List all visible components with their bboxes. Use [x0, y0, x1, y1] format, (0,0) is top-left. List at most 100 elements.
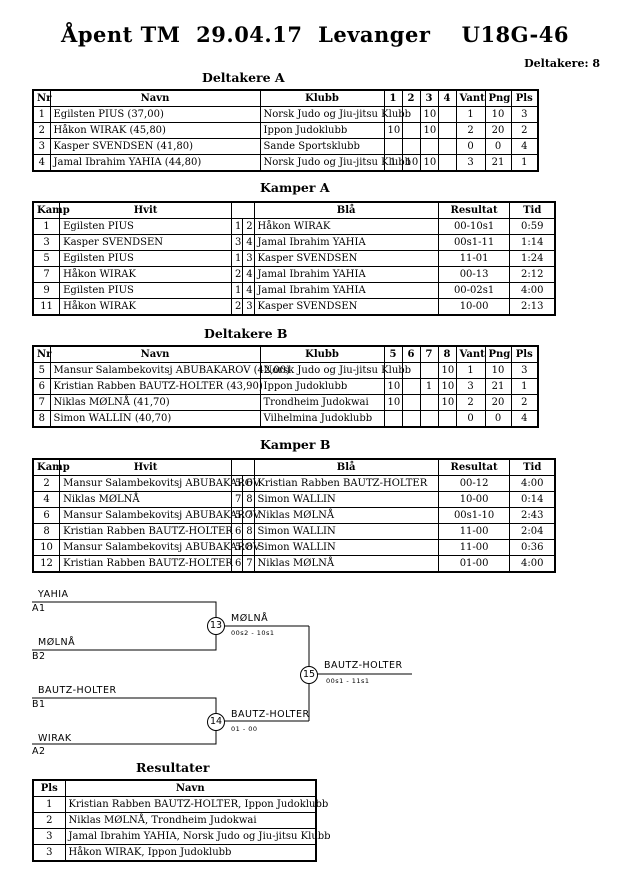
results-heading: Resultater	[136, 760, 210, 775]
blue-nr-cell: 4	[242, 282, 255, 299]
blue-nr-cell: 3	[242, 298, 255, 316]
table-row: 10 Mansur Salambekovitsj ABUBAKAROV 5 8 …	[32, 539, 556, 556]
table-row: 9 Egilsten PIUS 1 4 Jamal Ibrahim YAHIA …	[32, 282, 556, 299]
white-cell: Håkon WIRAK	[59, 298, 233, 316]
table-row: 6 Kristian Rabben BAUTZ-HOLTER (43,90) I…	[32, 378, 539, 395]
place-cell: 2	[510, 394, 539, 411]
table-row: 1 Kristian Rabben BAUTZ-HOLTER, Ippon Ju…	[32, 796, 328, 813]
blue-nr-cell: 4	[242, 266, 255, 283]
results-header-row: Pls Navn	[32, 779, 317, 797]
white-cell: Mansur Salambekovitsj ABUBAKAROV	[59, 539, 260, 556]
matches-a-heading: Kamper A	[260, 180, 330, 195]
blue-nr-cell: 8	[242, 539, 255, 556]
place-cell: 2	[32, 812, 66, 829]
pool-b-heading: Deltakere B	[204, 326, 288, 341]
pool-b-header-row: Nr Navn Klubb 5 6 7 8 Vant Png Pls	[32, 345, 539, 363]
time-cell: 4:00	[509, 282, 556, 299]
won-cell: 3	[455, 154, 486, 172]
place-cell: 1	[510, 378, 539, 395]
blue-cell: Simon WALLIN	[253, 539, 439, 556]
sf2-bottom-seed: A2	[32, 746, 46, 757]
table-row: 8 Simon WALLIN (40,70) Vilhelmina Judokl…	[32, 410, 539, 428]
sf2-bottom-name: WIRAK	[38, 733, 72, 744]
table-row: 5 Egilsten PIUS 1 3 Kasper SVENDSEN 11-0…	[32, 250, 556, 267]
name-cell: Jamal Ibrahim YAHIA (44,80)	[49, 154, 261, 172]
final-winner: BAUTZ-HOLTER	[324, 660, 403, 671]
score-cell: 10	[383, 394, 403, 411]
match-13-badge: 13	[207, 617, 225, 635]
table-row: 3 Jamal Ibrahim YAHIA, Norsk Judo og Jiu…	[32, 828, 331, 845]
sf1-top-seed: A1	[32, 603, 46, 614]
pool-a-table: Nr Navn Klubb 1 2 3 4 Vant Png Pls 1 Egi…	[32, 89, 539, 172]
result-cell: 00-02s1	[437, 282, 511, 299]
table-row: 2 Håkon WIRAK (45,80) Ippon Judoklubb 10…	[32, 122, 539, 139]
sf1-score: 00s2 - 10s1	[231, 629, 275, 637]
blue-cell: Niklas MØLNÅ	[253, 555, 439, 573]
table-row: 12 Kristian Rabben BAUTZ-HOLTER 6 7 Nikl…	[32, 555, 556, 573]
name-cell: Kasper SVENDSEN (41,80)	[49, 138, 261, 155]
pool-b-table: Nr Navn Klubb 5 6 7 8 Vant Png Pls 5 Man…	[32, 345, 539, 428]
club-cell: Vilhelmina Judoklubb	[259, 410, 385, 428]
name-cell: Niklas MØLNÅ (41,70)	[49, 394, 261, 411]
matches-b-header-row: Kamp Hvit Blå Resultat Tid	[32, 458, 556, 476]
name-cell: Håkon WIRAK, Ippon Judoklubb	[64, 844, 317, 862]
matches-b-table: Kamp Hvit Blå Resultat Tid 2 Mansur Sala…	[32, 458, 556, 573]
points-cell: 21	[484, 154, 512, 172]
matches-a-header-row: Kamp Hvit Blå Resultat Tid	[32, 201, 556, 219]
time-cell: 2:13	[509, 298, 556, 316]
sf1-top-name: YAHIA	[38, 589, 69, 600]
participant-count: Deltakere: 8	[524, 57, 600, 70]
blue-cell: Kasper SVENDSEN	[253, 298, 439, 316]
sf1-bottom-name: MØLNÅ	[38, 637, 76, 648]
pool-a-heading: Deltakere A	[202, 70, 285, 85]
place-cell: 1	[32, 796, 66, 813]
time-cell: 0:59	[509, 218, 556, 235]
table-row: 1 Egilsten PIUS (37,00) Norsk Judo og Ji…	[32, 106, 539, 123]
table-row: 11 Håkon WIRAK 2 3 Kasper SVENDSEN 10-00…	[32, 298, 556, 316]
sf1-winner: MØLNÅ	[231, 613, 269, 624]
results-table: Pls Navn 1 Kristian Rabben BAUTZ-HOLTER,…	[32, 779, 331, 862]
place-cell: 3	[32, 828, 66, 845]
table-row: 4 Jamal Ibrahim YAHIA (44,80) Norsk Judo…	[32, 154, 539, 172]
table-row: 4 Niklas MØLNÅ 7 8 Simon WALLIN 10-00 0:…	[32, 491, 556, 508]
pool-a-header-row: Nr Navn Klubb 1 2 3 4 Vant Png Pls	[32, 89, 539, 107]
sf2-top-name: BAUTZ-HOLTER	[38, 685, 117, 696]
blue-nr-cell: 7	[242, 555, 255, 573]
col-name: Navn	[64, 779, 317, 797]
table-row: 7 Niklas MØLNÅ (41,70) Trondheim Judokwa…	[32, 394, 539, 411]
col-nr: Nr	[32, 345, 51, 363]
white-cell: Kristian Rabben BAUTZ-HOLTER	[59, 555, 233, 573]
name-cell: Niklas MØLNÅ, Trondheim Judokwai	[64, 812, 317, 829]
table-row: 2 Mansur Salambekovitsj ABUBAKAROV 5 6 K…	[32, 475, 556, 492]
time-cell: 0:36	[509, 539, 556, 556]
sf2-score: 01 - 00	[231, 725, 258, 733]
matches-a-table: Kamp Hvit Blå Resultat Tid 1 Egilsten PI…	[32, 201, 556, 316]
sf2-top-seed: B1	[32, 699, 46, 710]
blue-nr-cell: 4	[242, 234, 255, 251]
name-cell: Jamal Ibrahim YAHIA, Norsk Judo og Jiu-j…	[64, 828, 331, 845]
matches-b-heading: Kamper B	[260, 437, 331, 452]
table-row: 3 Håkon WIRAK, Ippon Judoklubb	[32, 844, 317, 862]
col-place: Pls	[32, 779, 66, 797]
blue-cell: Jamal Ibrahim YAHIA	[253, 282, 439, 299]
blue-nr-cell: 8	[242, 523, 255, 540]
table-row: 3 Kasper SVENDSEN (41,80) Sande Sportskl…	[32, 138, 539, 155]
place-cell: 4	[510, 138, 539, 155]
match-15-badge: 15	[300, 666, 318, 684]
place-cell: 2	[510, 122, 539, 139]
table-row: 8 Kristian Rabben BAUTZ-HOLTER 6 8 Simon…	[32, 523, 556, 540]
place-cell: 1	[510, 154, 539, 172]
blue-nr-cell: 8	[242, 491, 255, 508]
match-14-badge: 14	[207, 713, 225, 731]
sf1-bottom-seed: B2	[32, 651, 46, 662]
club-cell: Norsk Judo og Jiu-jitsu Klubb	[259, 154, 411, 172]
time-cell: 4:00	[509, 555, 556, 573]
page-title: Åpent TM 29.04.17 Levanger U18G-46	[61, 22, 569, 47]
place-cell: 3	[32, 844, 66, 862]
club-cell: Sande Sportsklubb	[259, 138, 385, 155]
name-cell: Kristian Rabben BAUTZ-HOLTER, Ippon Judo…	[64, 796, 328, 813]
sf2-winner: BAUTZ-HOLTER	[231, 709, 310, 720]
final-score: 00s1 - 11s1	[326, 677, 370, 685]
place-cell: 4	[510, 410, 539, 428]
